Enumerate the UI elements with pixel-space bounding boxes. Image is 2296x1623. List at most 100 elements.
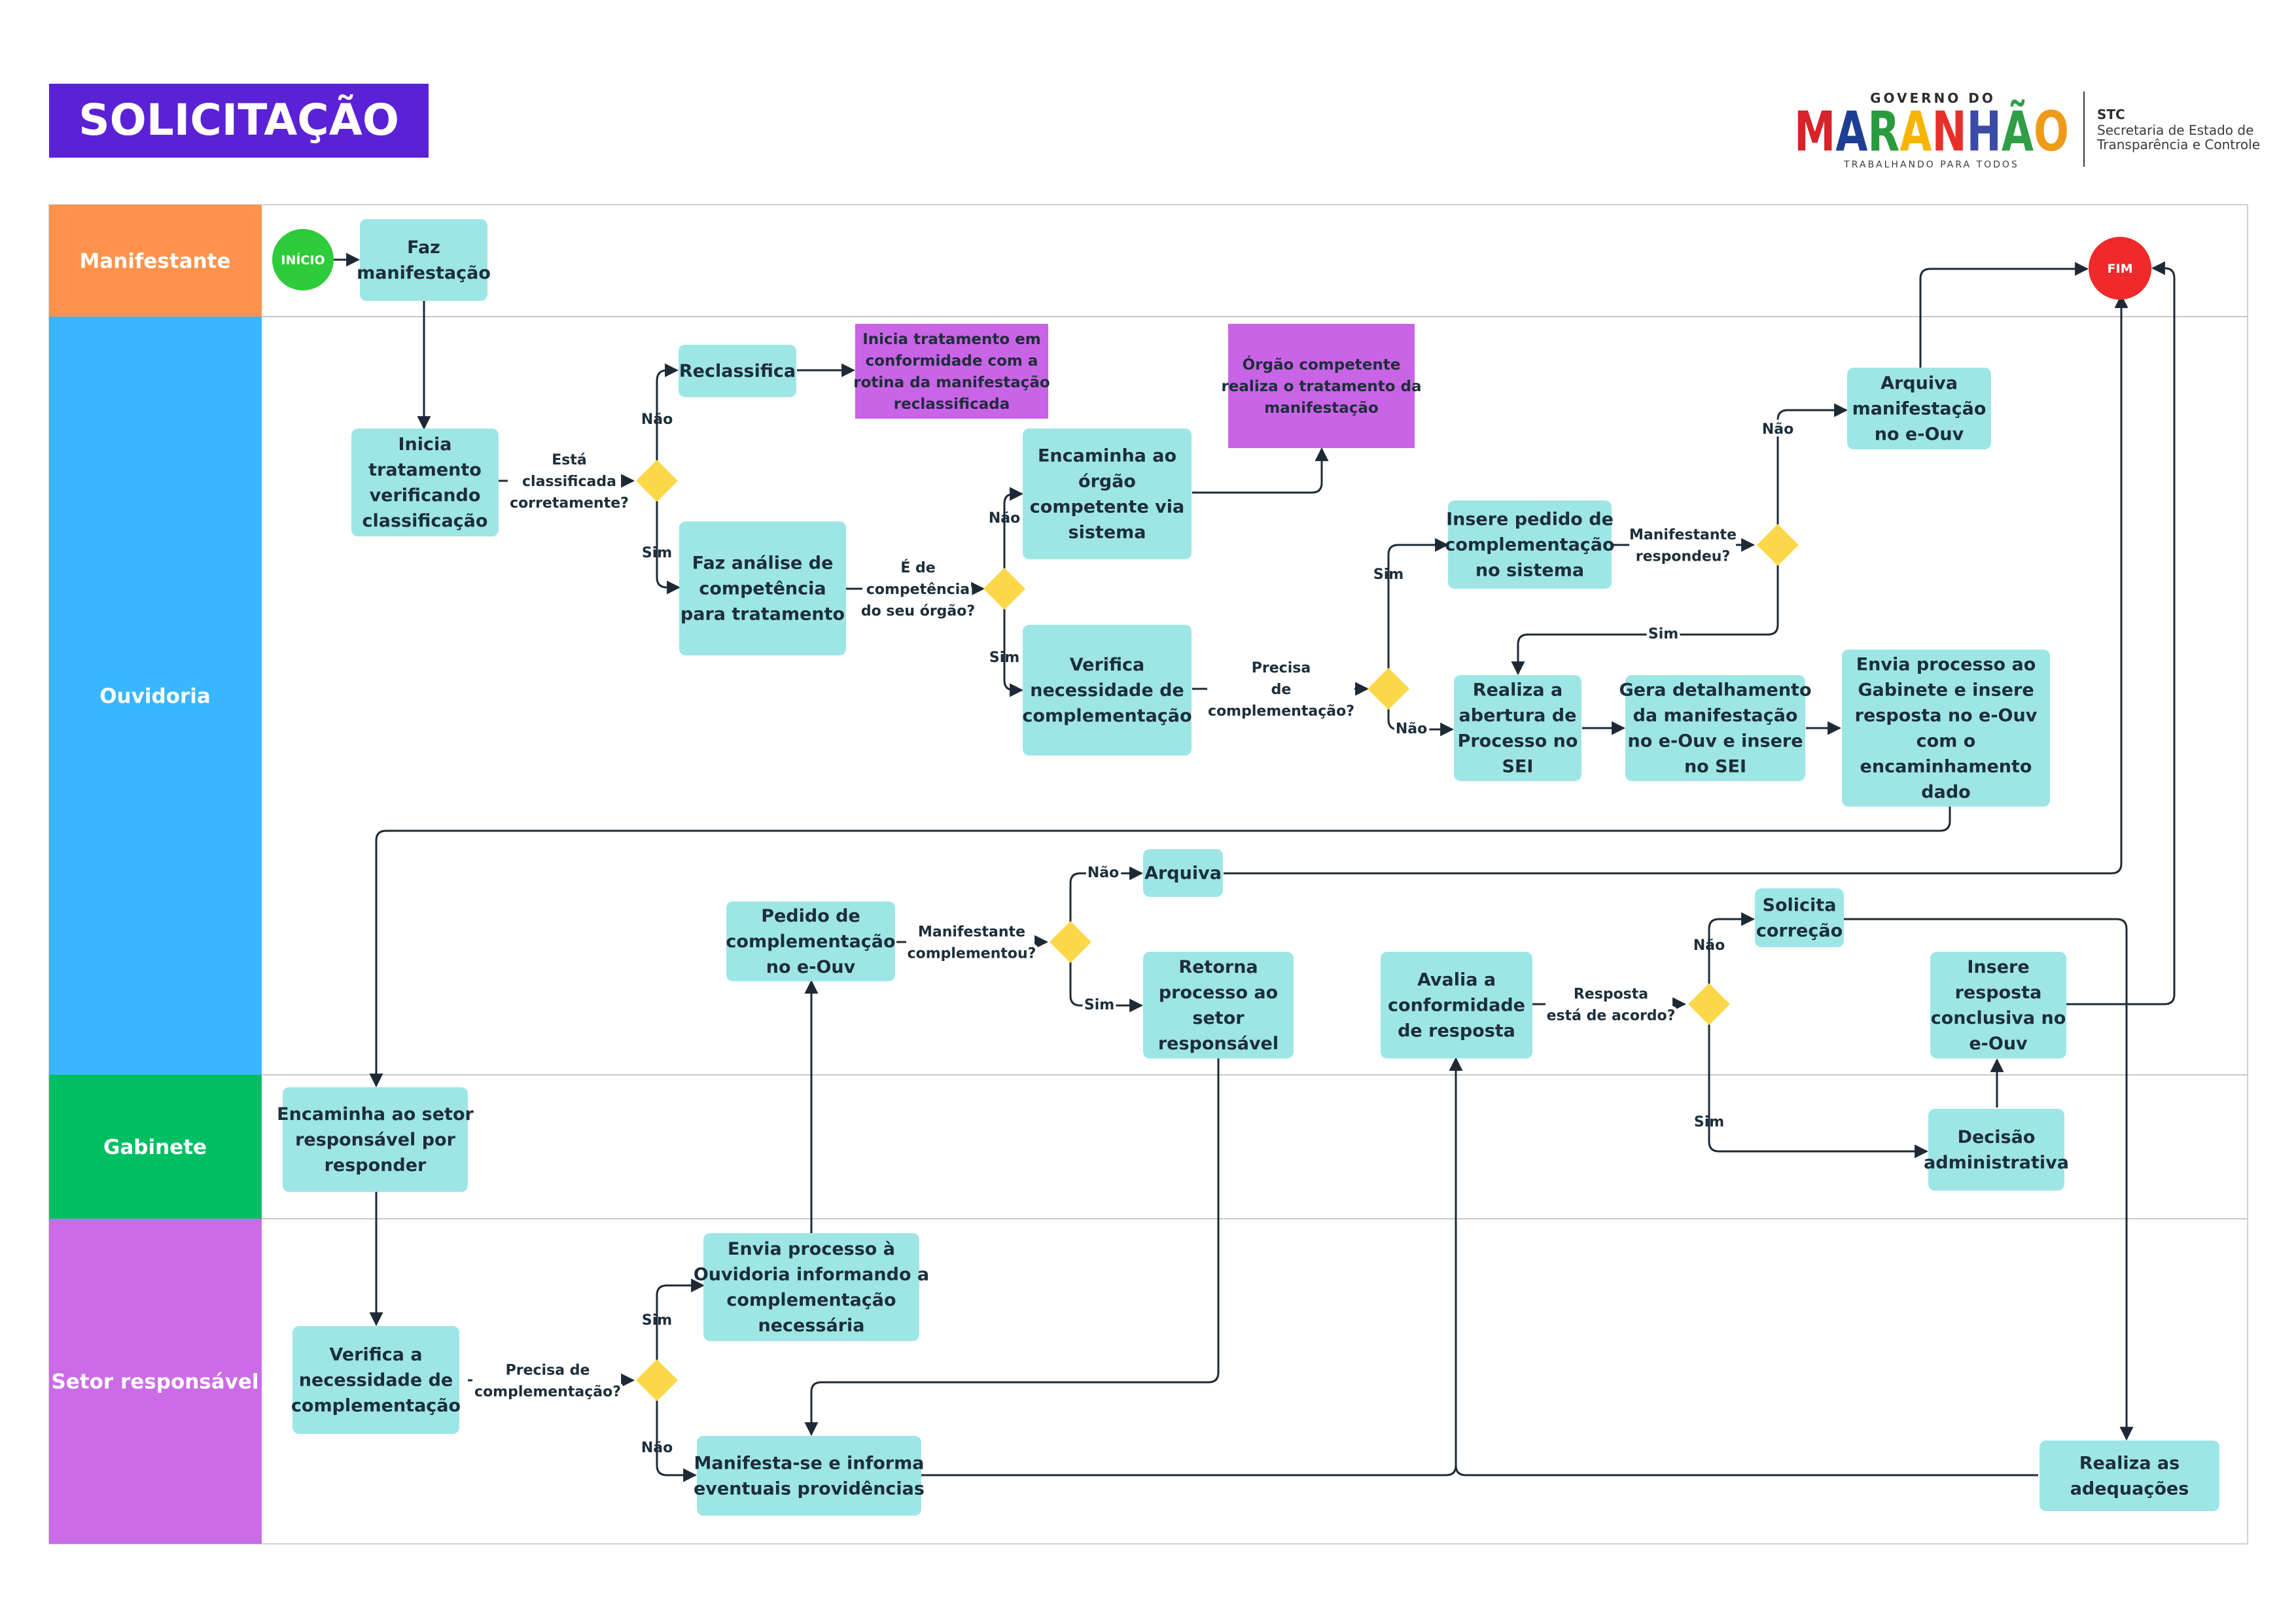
logo-letter: M bbox=[1794, 99, 1835, 164]
task-text-line: responsável por bbox=[295, 1130, 456, 1150]
lane-ouvidoria: Ouvidoria bbox=[49, 316, 2248, 1075]
page-title: SOLICITAÇÃO bbox=[79, 94, 399, 145]
logo-letter: N bbox=[1932, 99, 1966, 164]
task-text-line: Insere bbox=[1967, 957, 2029, 977]
edge-dec7-nao bbox=[656, 1400, 698, 1482]
label-nao-5: Não bbox=[1087, 865, 1119, 881]
task-text-line: Arquiva bbox=[1881, 374, 1958, 394]
logo-org-line1: Secretaria de Estado de bbox=[2097, 122, 2253, 138]
lane-manifestante: Manifestante bbox=[49, 205, 262, 317]
logo-org: STC bbox=[2097, 107, 2125, 122]
task-text-line: Arquiva bbox=[1144, 864, 1222, 884]
decision-diamond bbox=[1688, 983, 1730, 1025]
task-text-line: conformidade com a bbox=[866, 353, 1038, 370]
task-text-line: complementação bbox=[291, 1396, 461, 1416]
task-text-line: Faz análise de bbox=[692, 553, 834, 574]
task-text-line: adequações bbox=[2070, 1479, 2189, 1499]
decision-diamond bbox=[636, 460, 678, 502]
decision-question-line: de bbox=[1271, 682, 1292, 698]
task-text-line: Insere pedido de bbox=[1446, 510, 1614, 530]
task-text-line: processo ao bbox=[1159, 983, 1278, 1003]
task-text-line: realiza o tratamento da bbox=[1221, 378, 1421, 395]
task-text-line: Decisão bbox=[1958, 1127, 2036, 1147]
logo-letter: H bbox=[1967, 99, 2002, 164]
task-decisao-administrativa: Decisão administrativa bbox=[1924, 1109, 2069, 1191]
task-text-line: rotina da manifestação bbox=[853, 374, 1050, 391]
task-text-line: Inicia bbox=[398, 434, 451, 455]
task-text-line: Gera detalhamento bbox=[1619, 680, 1812, 701]
task-text-line: Gabinete e insere bbox=[1858, 680, 2034, 701]
task-text-line: para tratamento bbox=[680, 604, 845, 625]
label-sim-6: Sim bbox=[1694, 1114, 1724, 1130]
edge-retorna-manifesta bbox=[804, 1058, 1220, 1437]
decision-question-line: Está bbox=[552, 452, 587, 468]
edge-dec6-sim bbox=[1708, 1024, 1929, 1159]
task-text-line: Verifica bbox=[1070, 655, 1145, 675]
task-shape bbox=[1755, 888, 1844, 947]
task-shape bbox=[1143, 849, 1223, 897]
task-text-line: competência bbox=[699, 579, 826, 599]
task-shape bbox=[1454, 675, 1581, 781]
task-text-line: Encaminha ao bbox=[1038, 446, 1176, 466]
task-text-line: resposta bbox=[1955, 983, 2042, 1003]
edge-dec2-nao bbox=[1003, 487, 1024, 569]
task-text-line: Ouvidoria informando a bbox=[694, 1265, 929, 1285]
decision-question-line: Manifestante bbox=[1629, 527, 1737, 544]
edge-solicita-adequacoes bbox=[1844, 918, 2134, 1441]
lane-setor-responsavel: Setor responsável bbox=[49, 1218, 2248, 1544]
decision-question-line: respondeu? bbox=[1636, 549, 1730, 565]
task-shape bbox=[1143, 952, 1294, 1058]
task-text-line: conformidade bbox=[1388, 996, 1525, 1016]
task-shape bbox=[1847, 368, 1991, 449]
nodes: FazmanifestaçãoIniciatratamentoverifican… bbox=[272, 219, 2219, 1516]
lane-header bbox=[49, 317, 262, 1075]
decision-question-line: Manifestante bbox=[918, 924, 1025, 941]
edge-dec1-nao bbox=[656, 363, 679, 461]
task-text-line: administrativa bbox=[1924, 1153, 2069, 1173]
logo-letter: R bbox=[1867, 99, 1899, 164]
edge-insere-fim bbox=[2066, 261, 2176, 1005]
decision-question-line: complementou? bbox=[908, 946, 1036, 962]
decision-question-line: complementação? bbox=[474, 1384, 621, 1401]
edge-dec6-nao bbox=[1708, 912, 1756, 985]
task-arquiva: Arquiva bbox=[1143, 849, 1223, 897]
task-text-line: manifestação bbox=[1852, 399, 1987, 419]
task-text-line: Avalia a bbox=[1417, 970, 1496, 990]
edge-dec7-sim bbox=[656, 1278, 705, 1361]
end-event: FIM bbox=[2089, 237, 2151, 300]
label-nao-2: Não bbox=[989, 510, 1020, 527]
task-reclassifica: Reclassifica bbox=[679, 345, 796, 397]
task-text-line: no sistema bbox=[1475, 561, 1584, 581]
task-text-line: necessidade de bbox=[1030, 680, 1184, 701]
edge-arquiva-fim bbox=[1919, 262, 2089, 368]
edge-dec3-sim bbox=[1387, 538, 1449, 669]
decision-question-line: Resposta bbox=[1574, 986, 1648, 1003]
task-text-line: Processo no bbox=[1458, 731, 1578, 752]
task-text-line: dado bbox=[1921, 782, 1970, 803]
task-text-line: Solicita bbox=[1763, 896, 1837, 916]
task-text-line: setor bbox=[1192, 1008, 1245, 1028]
task-text-line: Envia processo ao bbox=[1856, 655, 2036, 675]
decision-question-line: competência bbox=[866, 582, 970, 598]
lane-header bbox=[49, 1219, 262, 1544]
lane-label: Ouvidoria bbox=[99, 685, 211, 708]
connectors bbox=[334, 253, 2176, 1482]
task-shape bbox=[1842, 650, 2050, 807]
task-shape bbox=[1625, 675, 1805, 781]
task-shape bbox=[360, 219, 487, 301]
task-text-line: complementação bbox=[1022, 706, 1192, 726]
task-text-line: complementação bbox=[726, 932, 895, 952]
task-shape bbox=[1228, 324, 1415, 448]
task-text-line: da manifestação bbox=[1633, 706, 1798, 726]
task-text-line: de resposta bbox=[1398, 1021, 1515, 1041]
